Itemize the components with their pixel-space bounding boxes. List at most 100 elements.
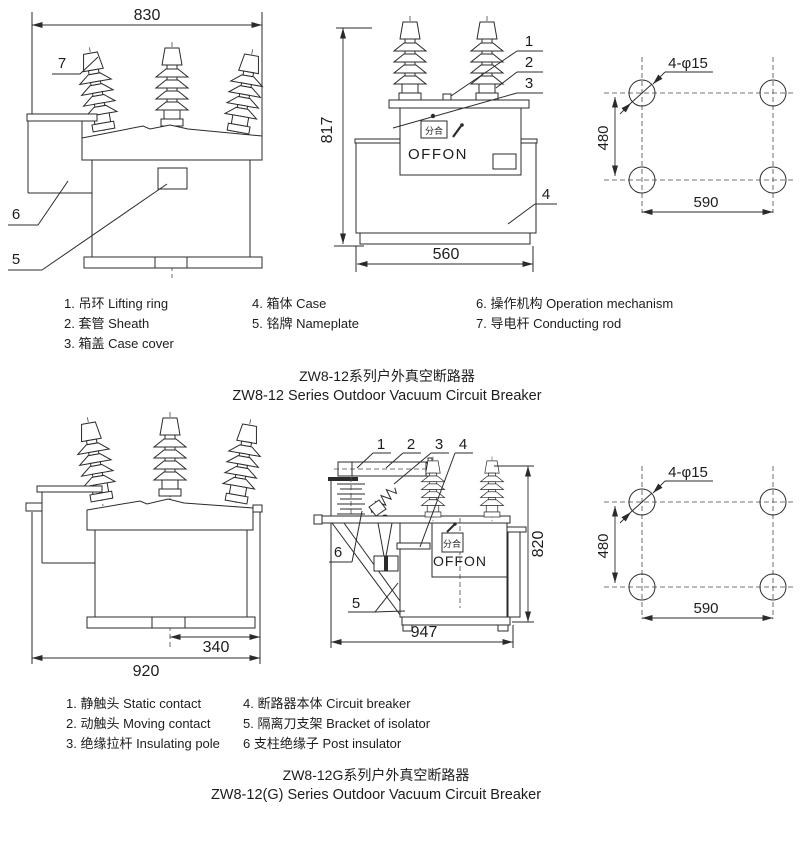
mechanism-front-panel: 分合 OFFON [431, 518, 508, 608]
dim-340-group: 340 [170, 512, 261, 664]
dim-830: 830 [134, 7, 161, 24]
offon-text: OFFON [408, 146, 468, 163]
bushing-center [155, 41, 189, 133]
label-5-group: 5 [348, 582, 406, 613]
bushing-left [73, 43, 122, 140]
label-5-group: 5 [8, 183, 168, 271]
case-cover [86, 498, 263, 531]
label-2: 2 [407, 436, 415, 453]
bushing-left [71, 413, 120, 510]
operation-mechanism-box [25, 485, 103, 564]
dim-590-group: 590 [642, 600, 773, 621]
label-1: 1 [377, 436, 385, 453]
static-contact-bar [328, 477, 358, 481]
switch-indicator-box [441, 532, 464, 553]
hole-callout: 4-φ15 [619, 464, 713, 524]
case-body [83, 159, 263, 269]
fig2-legend-col1: 1. 静触头 Static contact 2. 动触头 Moving cont… [66, 694, 220, 754]
hole-spec: 4-φ15 [668, 55, 708, 72]
label-6: 6 [334, 544, 342, 561]
mounting-holes [628, 79, 787, 194]
dim-480: 480 [595, 125, 612, 150]
centerlines [604, 57, 793, 213]
legend-item: 3. 绝缘拉杆 Insulating pole [66, 736, 220, 751]
window [492, 153, 517, 170]
legend-item: 1. 静触头 Static contact [66, 696, 202, 711]
label-2-group: 2 [495, 54, 543, 89]
dim-590-group: 590 [642, 194, 773, 215]
legend-item: 6. 操作机构 Operation mechanism [476, 296, 674, 311]
fig1-mounting-plan: 4-φ15 480 590 [595, 55, 793, 215]
centerlines [604, 466, 793, 619]
lifting-ring-lug [442, 93, 452, 101]
legend-item: 5. 隔离刀支架 Bracket of isolator [243, 716, 431, 731]
dim-920: 920 [133, 663, 160, 680]
dim-340: 340 [203, 639, 230, 656]
label-1: 1 [525, 33, 533, 50]
legend-item: 4. 箱体 Case [252, 296, 327, 311]
switch-chars: 分合 [425, 125, 443, 136]
hole-spec: 4-φ15 [668, 464, 708, 481]
dim-590: 590 [693, 600, 718, 617]
operating-handle-icon [452, 123, 464, 138]
dim-920-group: 920 [31, 512, 260, 680]
label-7-group: 7 [52, 55, 99, 75]
fig2-side-view: 分合 OFFON 1 2 3 4 6 [313, 436, 547, 648]
mounting-holes [628, 488, 787, 601]
dim-817: 817 [319, 117, 336, 144]
label-3: 3 [525, 75, 533, 92]
fig1-legend-col2: 4. 箱体 Case 5. 铭牌 Nameplate [252, 294, 359, 334]
legend-item: 5. 铭牌 Nameplate [252, 316, 359, 331]
legend-item: 7. 导电杆 Conducting rod [476, 316, 622, 331]
dim-590: 590 [693, 194, 718, 211]
label-2-group: 2 [385, 436, 421, 469]
fig1-title-zh: ZW8-12系列户外真空断路器 [299, 368, 475, 384]
case-body [86, 529, 256, 629]
label-4-group: 4 [507, 186, 557, 225]
switch-indicator-box [420, 120, 448, 139]
nameplate [157, 167, 188, 190]
label-4: 4 [459, 436, 467, 453]
dim-830-group: 830 [31, 7, 263, 158]
dim-480-group: 480 [595, 506, 618, 583]
isolator-arm [334, 457, 435, 477]
fig1-title-en: ZW8-12 Series Outdoor Vacuum Circuit Bre… [232, 388, 542, 404]
fig1-side-view: 817 分合 OFFON 1 2 [319, 15, 557, 272]
label-5: 5 [12, 251, 20, 268]
top-plate [388, 99, 530, 109]
label-4-group: 4 [419, 436, 473, 548]
post-insulator [337, 477, 365, 520]
dim-820: 820 [530, 531, 547, 558]
offon-text: OFFON [433, 553, 487, 569]
fig2-title-en: ZW8-12(G) Series Outdoor Vacuum Circuit … [210, 787, 542, 803]
label-1-group: 1 [450, 33, 543, 97]
switch-chars: 分合 [443, 538, 461, 549]
bushing-right [470, 15, 504, 107]
label-7: 7 [58, 55, 66, 72]
fig2-title-zh: ZW8-12G系列户外真空断路器 [282, 767, 470, 783]
label-6-group: 6 [8, 180, 69, 226]
dim-480: 480 [595, 533, 612, 558]
label-3: 3 [435, 436, 443, 453]
bushing-center [153, 411, 187, 503]
label-6: 6 [12, 206, 20, 223]
legend-item: 1. 吊环 Lifting ring [64, 296, 169, 311]
legend-item: 3. 箱盖 Case cover [64, 336, 174, 351]
fig1-legend-col1: 1. 吊环 Lifting ring 2. 套管 Sheath 3. 箱盖 Ca… [64, 294, 174, 354]
bushing-right [220, 45, 269, 142]
legend-item: 2. 动触头 Moving contact [66, 716, 211, 731]
dim-480-group: 480 [595, 97, 618, 176]
label-3-group: 3 [392, 75, 543, 129]
label-4: 4 [542, 186, 550, 203]
fig2-front-view: 340 920 [25, 411, 267, 680]
fig2-legend-col2: 4. 断路器本体 Circuit breaker 5. 隔离刀支架 Bracke… [243, 694, 430, 754]
dim-817-group: 817 [319, 27, 372, 247]
label-2: 2 [525, 54, 533, 71]
dim-560-group: 560 [355, 246, 534, 272]
dim-560: 560 [433, 246, 460, 263]
mechanism-front-panel: 分合 OFFON [399, 107, 522, 176]
platform-plate [317, 515, 511, 524]
operating-handle-icon [446, 522, 457, 533]
fig1-title: ZW8-12系列户外真空断路器 ZW8-12 Series Outdoor Va… [0, 366, 774, 406]
